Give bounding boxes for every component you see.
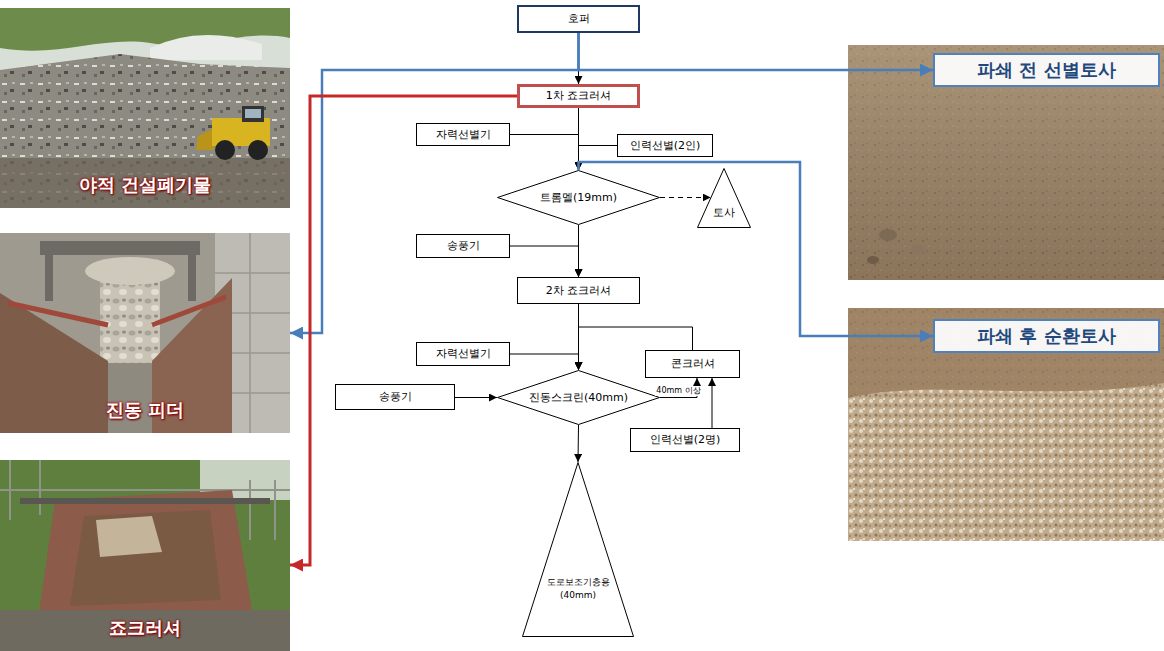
flow-connector (510, 135, 579, 171)
photo-tag: 파쇄 전 선별토사 (933, 53, 1160, 87)
flow-connector (579, 146, 618, 171)
flow-connector (510, 354, 579, 370)
node-text: 자력선별기 (436, 347, 491, 360)
process-box: 자력선별기 (416, 123, 510, 146)
flow-connector (455, 397, 497, 398)
node-text: 도로보조기층용 (40mm) (543, 576, 613, 601)
process-box: 송풍기 (416, 234, 510, 258)
node-text: 송풍기 (379, 390, 412, 403)
process-box: 인력선별(2인) (617, 134, 713, 157)
output-triangle: 도로보조기층용 (40mm) (522, 462, 634, 637)
node-text: 인력선별(2인) (630, 139, 701, 152)
decision-diamond: 진동스크린(40mm) (497, 370, 660, 425)
edge-label: 40mm 이상 (655, 386, 701, 396)
node-text: 파쇄 전 선별토사 (977, 59, 1116, 81)
node-text: 자력선별기 (436, 128, 491, 141)
photo-panel: 진동 피더 (0, 233, 290, 433)
screened-soil-photo (848, 45, 1164, 280)
flow-connector (579, 33, 934, 70)
process-box: 콘크러셔 (645, 350, 740, 378)
vibrating-feeder-photo (0, 233, 290, 433)
process-box: 호퍼 (517, 5, 640, 33)
output-triangle: 토사 (697, 168, 751, 228)
photo-caption: 야적 건설폐기물 (79, 174, 211, 196)
node-text: 2차 죠크러셔 (546, 284, 612, 297)
photo-panel: 죠크러셔 (0, 460, 290, 651)
photo-panel: 야적 건설폐기물 (0, 8, 290, 208)
dashed-connector (660, 197, 711, 198)
node-text: 파쇄 후 순환토사 (977, 325, 1116, 347)
node-text: 인력선별(2명) (650, 433, 721, 446)
process-box: 송풍기 (335, 384, 455, 410)
recycled-soil-photo (848, 308, 1164, 541)
photo-tag: 파쇄 후 순환토사 (933, 319, 1160, 353)
stockpile-photo (0, 8, 290, 208)
triangle-outline (522, 462, 634, 637)
photo-caption: 죠크러셔 (109, 617, 181, 639)
node-text: 1차 죠크러셔 (546, 89, 612, 102)
node-text: 콘크러셔 (671, 357, 715, 370)
node-text: 송풍기 (447, 239, 480, 252)
photo-caption: 진동 피더 (106, 399, 184, 421)
flow-connector (578, 425, 580, 462)
process-box: 인력선별(2명) (630, 428, 740, 452)
flow-connector (290, 96, 517, 565)
node-text: 호퍼 (568, 12, 590, 25)
decision-diamond: 트롬멜(19mm) (497, 170, 660, 225)
flow-connector (510, 246, 579, 277)
node-text: 토사 (707, 205, 741, 220)
flow-connector (712, 378, 713, 428)
node-text: 트롬멜(19mm) (540, 191, 617, 204)
process-box: 2차 죠크러셔 (517, 277, 640, 304)
node-text: 진동스크린(40mm) (529, 391, 628, 404)
process-box: 자력선별기 (416, 342, 510, 366)
jaw-crusher-photo (0, 460, 290, 651)
process-box: 1차 죠크러셔 (517, 84, 640, 108)
